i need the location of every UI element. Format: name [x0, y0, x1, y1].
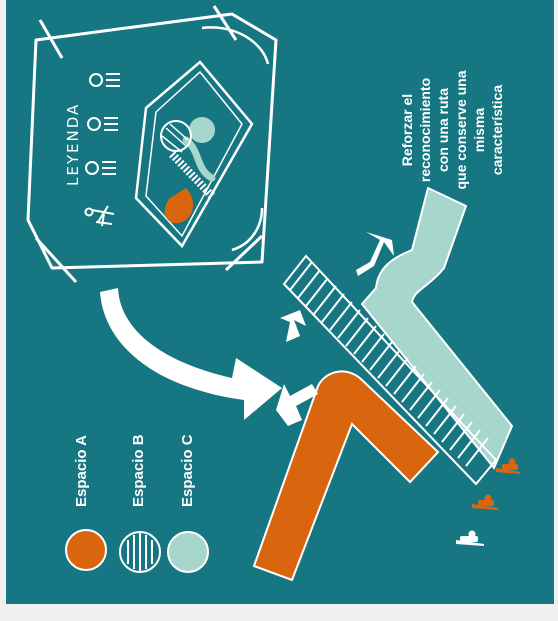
- title-line-3: con una ruta: [434, 30, 452, 230]
- diagram-title: Reforzar el reconocimiento con una ruta …: [398, 30, 506, 230]
- title-line-2: reconocimiento: [416, 30, 434, 230]
- curved-arrow: [100, 288, 282, 420]
- legend-heading: LEYENDA: [64, 103, 82, 186]
- title-line-1: Reforzar el: [398, 30, 416, 230]
- legend-label-espacio-a: Espacio A: [73, 435, 90, 507]
- title-line-4: que conserve una: [452, 30, 470, 230]
- people-figures: [456, 459, 520, 547]
- legend-label-espacio-b: Espacio B: [130, 434, 147, 507]
- title-line-5: misma: [470, 30, 488, 230]
- legend-swatches: [66, 530, 208, 572]
- legend-label-espacio-c: Espacio C: [179, 434, 196, 507]
- title-line-6: característica: [488, 30, 506, 230]
